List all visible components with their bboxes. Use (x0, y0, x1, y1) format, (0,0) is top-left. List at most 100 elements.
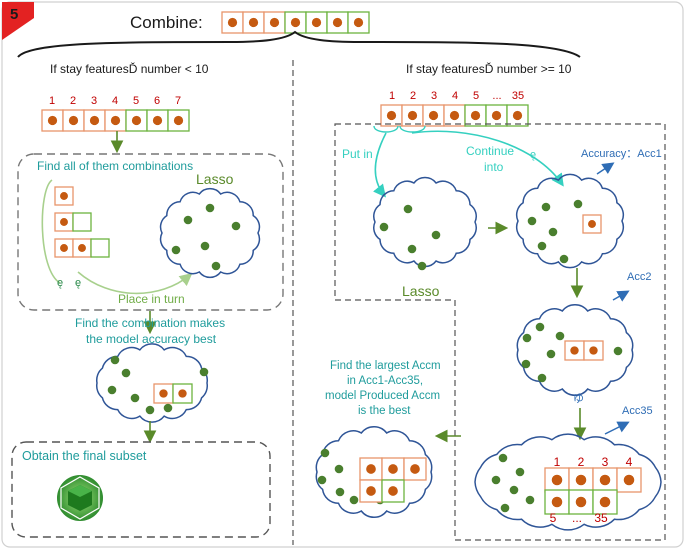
find-best-line2: the model accuracy best (86, 332, 217, 346)
acc35-cloud-dot-1 (498, 453, 508, 463)
right-feature-7-dot (512, 110, 523, 121)
acc2-cloud-dot-7 (613, 346, 623, 356)
right-feature-3-dot (428, 110, 439, 121)
acc1-label: Accuracy：Acc1 (581, 148, 662, 160)
left-combinations-stack (54, 186, 110, 258)
acc2-cloud-dot-5 (537, 373, 547, 383)
right-condition: If stay featuresĎ number >= 10 (406, 61, 572, 76)
left-cloud-dot-2 (183, 215, 193, 225)
combine-feature-4-dot (290, 17, 301, 28)
acc1-box-dot (588, 220, 596, 228)
acc35-top-4-dot (623, 474, 635, 486)
acc2-label: Acc2 (627, 271, 651, 283)
left-index-4: 4 (112, 95, 118, 107)
right-cloud1-dot-5 (417, 261, 427, 271)
acc2-feature-box (564, 340, 604, 361)
combine-feature-5-dot (311, 17, 322, 28)
combo-3-c-cell (90, 238, 110, 258)
left-best-combination (153, 383, 193, 404)
right-cloud1-dot-2 (379, 222, 389, 232)
acc2-cloud (516, 304, 634, 396)
combine-label: Combine: (130, 13, 203, 32)
best-accm-top-1-dot (366, 464, 376, 474)
combine-feature-strip (221, 11, 370, 34)
left-lasso-label: Lasso (196, 171, 234, 187)
left-best-dot-6 (163, 403, 173, 413)
acc35-cloud-dot-4 (509, 485, 519, 495)
find-all-text: Find all of them combinations (37, 159, 193, 173)
left-best-dot-7 (199, 367, 209, 377)
left-cloud-dot-3 (231, 221, 241, 231)
combine-brace (17, 30, 581, 58)
left-best-b-dot (178, 389, 187, 398)
acc2-cloud-dot-3 (546, 349, 556, 359)
left-bracket-curve (41, 179, 61, 284)
right-feature-2-dot (407, 110, 418, 121)
left-feature-6-dot (152, 115, 163, 126)
left-combinations-box (17, 153, 284, 311)
right-index-1: 1 (389, 90, 395, 102)
combo-3-a-dot (60, 244, 68, 252)
acc35-bottom-index-labels: 5...35 (550, 511, 608, 525)
acc35-top-index-1: 1 (554, 455, 561, 469)
acc35-cloud-dot-3 (491, 475, 501, 485)
find-best-line1: Find the combination makes (75, 316, 225, 330)
left-cloud-dots (171, 203, 241, 271)
acc2-box-a-dot (570, 346, 579, 355)
left-cloud-dot-4 (171, 245, 181, 255)
combine-feature-6-dot (332, 17, 343, 28)
acc35-arrow (604, 421, 630, 435)
left-cloud-dot-1 (205, 203, 215, 213)
final-subset-box (11, 441, 271, 538)
find-largest-line3: model Produced Accm (325, 390, 440, 402)
find-largest-line2: in Acc1-Acc35, (347, 375, 423, 387)
left-best-a-dot (159, 389, 168, 398)
acc1-cloud-dot-4 (573, 199, 583, 209)
right-index-7: 35 (512, 90, 524, 102)
combine-feature-1-dot (227, 17, 238, 28)
acc2-cloud-dot-4 (521, 359, 531, 369)
left-index-7: 7 (175, 95, 181, 107)
right-process-frame (334, 123, 666, 541)
right-index-2: 2 (410, 90, 416, 102)
right-cloud1-dot-1 (403, 204, 413, 214)
left-best-dot-1 (110, 355, 120, 365)
ellipsis-mark-2: ę (75, 277, 81, 289)
left-index-6: 6 (154, 95, 160, 107)
left-index-5: 5 (133, 95, 139, 107)
acc35-top-index-2: 2 (578, 455, 585, 469)
continue-mark: ę (530, 149, 536, 161)
continue-line1: Continue (466, 144, 514, 158)
more-dots-mark: ゆ (573, 392, 584, 405)
left-best-dot-5 (145, 405, 155, 415)
acc35-bottom-2-dot (575, 496, 587, 508)
right-lasso-label: Lasso (402, 283, 440, 299)
left-cloud-dot-5 (200, 241, 210, 251)
best-accm-cloud-dot-4 (335, 487, 345, 497)
combo-1-a-dot (60, 192, 68, 200)
acc2-cloud-dots (521, 322, 623, 383)
best-accm-cloud-dot-1 (320, 448, 330, 458)
left-feature-5-dot (131, 115, 142, 126)
right-index-3: 3 (431, 90, 437, 102)
acc35-top-index-3: 3 (602, 455, 609, 469)
left-feature-3-dot (89, 115, 100, 126)
best-accm-bottom-1-dot (366, 486, 376, 496)
best-accm-cloud (315, 426, 433, 518)
right-feature-1-dot (386, 110, 397, 121)
acc35-bottom-index-2: ... (572, 511, 582, 525)
left-feature-strip (41, 109, 190, 132)
acc2-cloud-dot-1 (535, 322, 545, 332)
left-best-dot-2 (121, 368, 131, 378)
right-feature-strip (380, 104, 529, 127)
acc2-arrow (612, 290, 630, 302)
ellipsis-mark-1: ę (57, 277, 63, 289)
left-best-dot-4 (130, 393, 140, 403)
acc1-cloud-dot-6 (559, 254, 569, 264)
acc35-bottom-index-3: 35 (594, 511, 608, 525)
